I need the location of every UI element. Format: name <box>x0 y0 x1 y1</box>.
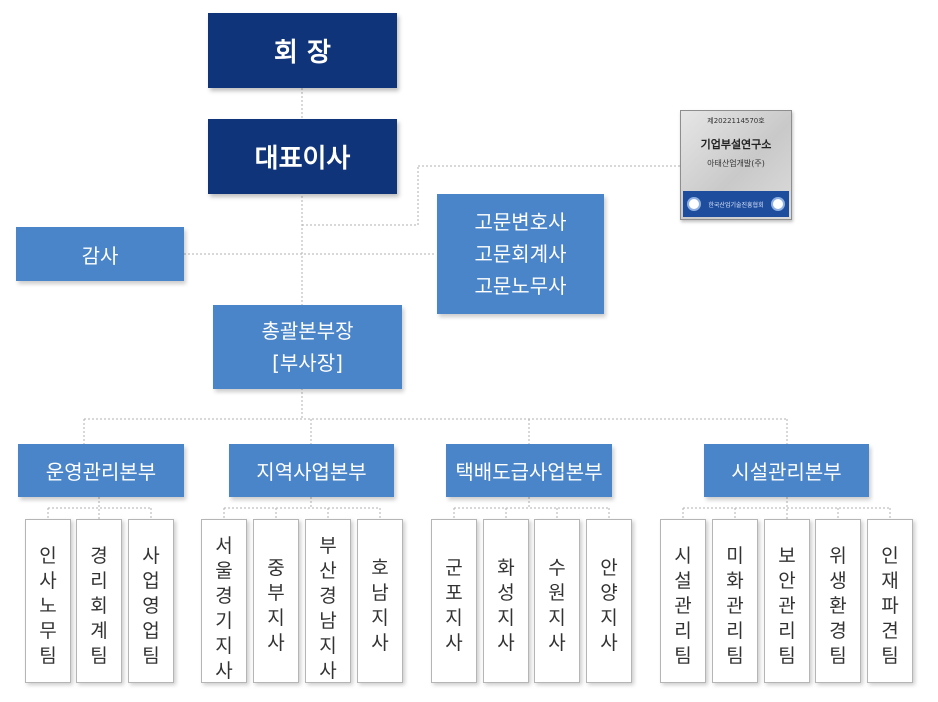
chairman-box: 회 장 <box>208 13 397 88</box>
team-label: 호남지사 <box>371 557 389 654</box>
team-box: 서울경기지사 <box>201 519 247 683</box>
certificate-company: 아태산업개발(주) <box>707 159 765 168</box>
division-label: 지역사업본부 <box>256 460 367 484</box>
team-box: 인사노무팀 <box>25 519 71 683</box>
team-label: 중부지사 <box>267 557 285 654</box>
team-box: 위생환경팀 <box>815 519 861 683</box>
division-operations: 운영관리본부 <box>18 444 184 497</box>
team-box: 수원지사 <box>534 519 580 683</box>
ceo-box: 대표이사 <box>208 119 397 194</box>
emblem-icon <box>770 197 785 211</box>
team-box: 경리회계팀 <box>76 519 122 683</box>
team-box: 중부지사 <box>253 519 299 683</box>
auditor-box: 감사 <box>16 227 184 281</box>
team-label: 안양지사 <box>600 557 618 654</box>
team-label: 화성지사 <box>497 557 515 654</box>
team-box: 부산경남지사 <box>305 519 351 683</box>
team-box: 호남지사 <box>357 519 403 683</box>
advisors-box: 고문변호사 고문회계사 고문노무사 <box>437 194 604 314</box>
advisor-lawyer: 고문변호사 <box>474 210 567 234</box>
team-box: 군포지사 <box>431 519 477 683</box>
team-label: 위생환경팀 <box>829 545 847 667</box>
team-label: 수원지사 <box>548 557 566 654</box>
team-box: 보안관리팀 <box>764 519 810 683</box>
team-label: 사업영업팀 <box>142 545 160 667</box>
division-facilities: 시설관리본부 <box>704 444 869 497</box>
chairman-label: 회 장 <box>274 38 331 68</box>
team-label: 보안관리팀 <box>778 545 796 667</box>
division-delivery: 택배도급사업본부 <box>446 444 612 497</box>
team-box: 사업영업팀 <box>128 519 174 683</box>
team-label: 시설관리팀 <box>674 545 692 667</box>
certificate-title: 기업부설연구소 <box>700 138 772 151</box>
team-box: 화성지사 <box>483 519 529 683</box>
general-manager-box: 총괄본부장 [부사장] <box>213 305 402 389</box>
general-manager-subtitle: [부사장] <box>272 351 343 375</box>
research-institute-certificate: 제2022114570호 기업부설연구소 아태산업개발(주) 한국산업기술진흥협… <box>680 110 792 220</box>
team-box: 안양지사 <box>586 519 632 683</box>
division-label: 운영관리본부 <box>45 460 157 484</box>
team-label: 인사노무팀 <box>39 545 57 667</box>
general-manager-title: 총괄본부장 <box>261 319 354 343</box>
certificate-issuer: 한국산업기술진흥협회 <box>708 201 764 209</box>
division-label: 택배도급사업본부 <box>455 460 603 484</box>
team-box: 시설관리팀 <box>660 519 706 683</box>
certificate-band: 한국산업기술진흥협회 <box>683 191 789 217</box>
division-regional: 지역사업본부 <box>229 444 394 497</box>
team-box: 미화관리팀 <box>712 519 758 683</box>
team-box: 인재파견팀 <box>867 519 913 683</box>
advisor-accountant: 고문회계사 <box>474 242 567 266</box>
team-label: 서울경기지사 <box>215 535 233 682</box>
team-label: 미화관리팀 <box>726 545 744 667</box>
team-label: 군포지사 <box>445 557 463 654</box>
seal-icon <box>687 197 701 211</box>
ceo-label: 대표이사 <box>254 144 351 174</box>
team-label: 부산경남지사 <box>319 535 337 682</box>
team-label: 인재파견팀 <box>881 545 899 667</box>
advisor-labor-attorney: 고문노무사 <box>474 274 567 298</box>
division-label: 시설관리본부 <box>731 460 842 484</box>
team-label: 경리회계팀 <box>90 545 108 667</box>
auditor-label: 감사 <box>81 243 119 268</box>
certificate-number: 제2022114570호 <box>707 117 765 125</box>
